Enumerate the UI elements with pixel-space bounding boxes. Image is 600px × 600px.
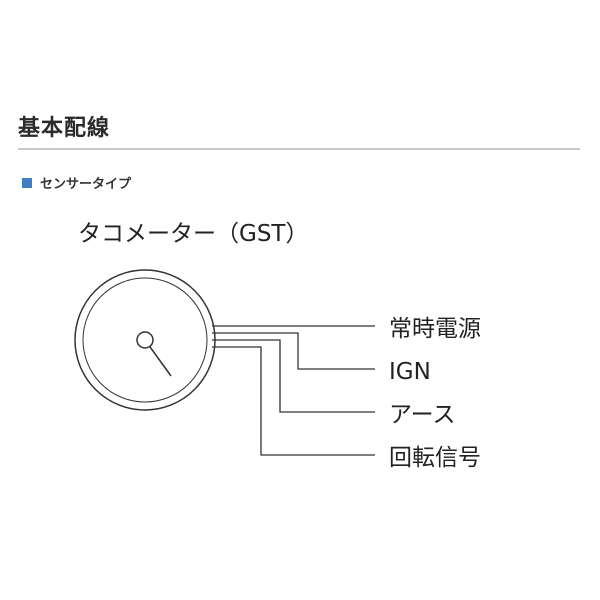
section-title: 基本配線 (18, 116, 111, 141)
connection-label-ign: IGN (389, 359, 431, 385)
gauge-hub (136, 331, 154, 349)
connection-label-rpm-signal: 回転信号 (389, 445, 481, 471)
square-bullet-icon (22, 177, 32, 188)
title-divider (18, 148, 580, 150)
subsection-header: センサータイプ (22, 173, 131, 192)
subsection-label: センサータイプ (40, 177, 132, 192)
connection-labels: 常時電源 IGN アース 回転信号 (389, 316, 481, 471)
wire-rpm-signal (212, 346, 375, 456)
connection-label-ground: アース (389, 402, 455, 428)
connection-label-constant-power: 常時電源 (389, 316, 481, 342)
wire-lines (212, 325, 375, 456)
wire-ign (212, 332, 375, 370)
meter-name: タコメーター（GST） (78, 221, 308, 247)
tachometer-gauge-icon (74, 269, 216, 411)
gauge-inner-ring (82, 277, 208, 403)
wire-ground (212, 339, 375, 413)
